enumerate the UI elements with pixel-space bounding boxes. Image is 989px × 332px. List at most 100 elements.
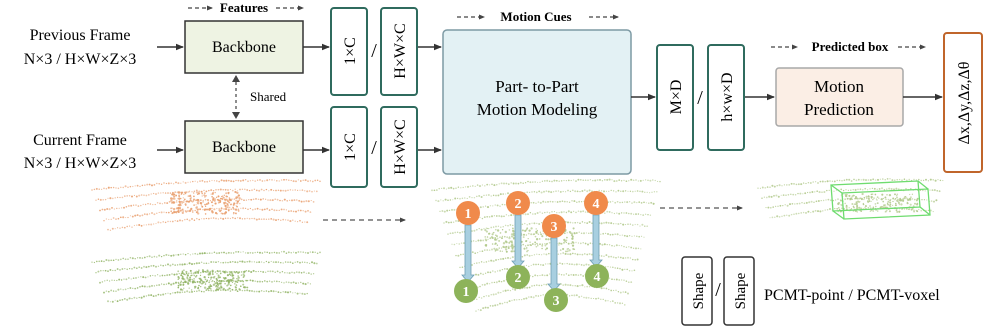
lidar-point xyxy=(926,199,928,201)
object-point xyxy=(218,287,221,290)
lidar-point xyxy=(585,263,588,266)
object-point xyxy=(909,203,912,206)
lidar-point xyxy=(107,290,110,293)
lidar-point xyxy=(932,211,934,213)
lidar-point xyxy=(297,251,300,253)
lidar-point xyxy=(450,208,454,211)
lidar-point xyxy=(193,290,195,292)
lidar-point xyxy=(537,181,539,183)
lidar-point xyxy=(160,211,163,214)
lidar-point xyxy=(263,218,265,220)
lidar-point xyxy=(579,273,582,276)
lidar-point xyxy=(816,190,819,193)
lidar-point xyxy=(246,261,248,263)
object-point xyxy=(184,274,186,276)
lidar-point xyxy=(143,265,145,268)
lidar-point xyxy=(793,213,795,215)
object-point xyxy=(220,207,223,209)
object-point xyxy=(859,197,862,200)
lidar-point xyxy=(615,223,617,225)
lidar-point xyxy=(582,275,585,277)
part-marker-previous-label: 3 xyxy=(551,220,558,235)
object-point xyxy=(232,277,235,280)
part-marker-previous-label: 2 xyxy=(515,197,522,212)
lidar-point xyxy=(263,208,266,211)
object-point xyxy=(857,200,860,203)
lidar-point xyxy=(583,264,585,267)
lidar-point xyxy=(268,218,270,220)
lidar-point xyxy=(851,198,853,200)
object-point xyxy=(228,201,231,204)
lidar-point xyxy=(890,187,893,191)
lidar-point xyxy=(111,227,114,230)
object-point xyxy=(522,236,525,239)
lidar-point xyxy=(484,185,486,187)
lidar-point xyxy=(537,295,540,297)
lidar-point xyxy=(479,239,482,242)
lidar-point xyxy=(577,210,580,212)
lidar-point xyxy=(284,219,287,221)
lidar-point xyxy=(200,261,203,264)
lidar-point xyxy=(771,184,774,187)
lidar-point xyxy=(210,289,213,292)
object-point xyxy=(209,284,212,286)
object-point xyxy=(511,227,514,230)
lidar-point xyxy=(584,242,587,245)
object-point xyxy=(528,229,531,232)
lidar-point xyxy=(531,191,533,193)
lidar-point xyxy=(582,242,584,244)
lidar-point xyxy=(123,226,126,229)
lidar-point xyxy=(288,179,290,181)
lidar-point xyxy=(794,203,796,205)
lidar-point xyxy=(821,180,824,183)
lidar-point xyxy=(581,253,584,256)
object-point xyxy=(545,238,548,241)
lidar-point xyxy=(178,219,182,222)
lidar-point xyxy=(852,189,854,191)
lidar-point xyxy=(280,262,282,264)
lidar-point xyxy=(188,272,190,274)
lidar-point xyxy=(292,262,294,264)
lidar-point xyxy=(593,297,595,300)
lidar-point xyxy=(312,273,315,275)
lidar-point xyxy=(579,285,581,287)
object-point xyxy=(512,237,515,240)
object-point xyxy=(212,192,215,194)
object-point xyxy=(860,198,863,201)
lidar-point xyxy=(483,228,485,230)
lidar-point xyxy=(618,179,621,181)
lidar-point xyxy=(217,261,220,263)
lidar-point xyxy=(873,197,875,199)
lidar-point xyxy=(905,179,908,182)
lidar-point xyxy=(172,282,175,285)
object-point xyxy=(888,204,891,207)
lidar-point xyxy=(261,280,264,283)
lidar-point xyxy=(511,235,513,238)
object-point xyxy=(193,204,195,206)
lidar-point xyxy=(618,212,621,215)
lidar-point xyxy=(617,189,620,192)
lidar-point xyxy=(128,195,131,197)
lidar-point xyxy=(607,255,610,258)
object-point xyxy=(864,207,866,209)
lidar-point xyxy=(560,211,563,214)
lidar-point xyxy=(572,285,574,287)
lidar-point xyxy=(936,189,939,192)
lidar-point xyxy=(229,217,231,220)
object-point xyxy=(567,242,570,245)
lidar-point xyxy=(824,209,826,211)
object-point xyxy=(888,193,892,197)
lidar-point xyxy=(610,222,613,225)
object-point xyxy=(884,196,887,199)
lidar-point xyxy=(215,252,218,255)
object-point xyxy=(186,274,189,277)
lidar-point xyxy=(835,189,837,191)
lidar-point xyxy=(796,202,799,205)
object-point xyxy=(198,284,200,287)
lidar-point xyxy=(299,189,301,191)
lidar-point xyxy=(138,266,140,269)
lidar-point xyxy=(812,181,814,183)
lidar-point xyxy=(131,268,133,270)
object-point xyxy=(204,213,207,215)
object-point xyxy=(563,238,566,242)
